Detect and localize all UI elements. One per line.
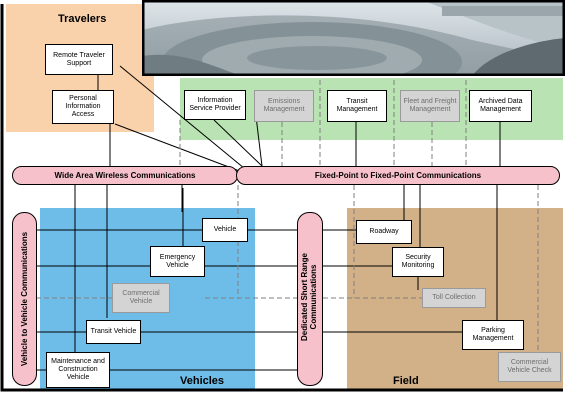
maintenance-and-construction-vehicle-box: Maintenance and Construction Vehicle xyxy=(46,352,110,388)
roadway-box: Roadway xyxy=(356,220,412,244)
information-service-provider-box: Information Service Provider xyxy=(184,90,246,120)
archived-data-management-box: Archived Data Management xyxy=(469,90,532,122)
emergency-vehicle-box: Emergency Vehicle xyxy=(150,246,205,277)
vehicle-to-vehicle-bus xyxy=(12,212,37,386)
vehicles-title: Vehicles xyxy=(180,375,225,387)
field-title: Field xyxy=(393,375,419,387)
remote-traveler-support-box: Remote Traveler Support xyxy=(45,44,113,75)
transit-vehicle-box: Transit Vehicle xyxy=(86,320,141,344)
emissions-management-box: Emissions Management xyxy=(254,90,314,122)
parking-management-box: Parking Management xyxy=(462,320,524,350)
highway-photo xyxy=(142,0,565,76)
dedicated-short-range-label: Dedicated Short Range Communications xyxy=(297,210,323,384)
vehicle-box: Vehicle xyxy=(202,218,248,242)
commercial-vehicle-check-box: Commercial Vehicle Check xyxy=(498,352,561,382)
transit-management-box: Transit Management xyxy=(327,90,387,122)
fixed-point-bus: Fixed-Point to Fixed-Point Communication… xyxy=(236,166,560,185)
travelers-title: Travelers xyxy=(58,13,107,25)
security-monitoring-box: Security Monitoring xyxy=(392,247,444,277)
wide-area-wireless-bus: Wide Area Wireless Communications xyxy=(12,166,238,185)
commercial-vehicle-box: Commercial Vehicle xyxy=(112,283,170,313)
toll-collection-box: Toll Collection xyxy=(422,288,486,308)
personal-information-access-box: Personal Information Access xyxy=(52,90,114,124)
dedicated-short-range-text: Dedicated Short Range Communications xyxy=(300,253,318,342)
dedicated-short-range-bus xyxy=(297,212,323,386)
vehicle-to-vehicle-label: Vehicle to Vehicle Communications xyxy=(19,231,29,367)
fleet-and-freight-management-box: Fleet and Freight Management xyxy=(400,90,460,122)
